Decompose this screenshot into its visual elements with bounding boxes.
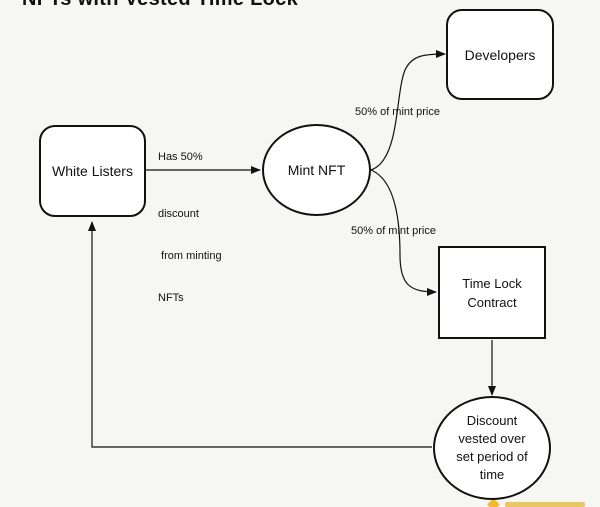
node-discount-line1: Discount — [466, 413, 518, 428]
node-discount-vested: Discount vested over set period of time — [433, 396, 551, 500]
watermark-logo — [487, 500, 600, 507]
edge-label-to-developers: 50% of mint price — [355, 106, 440, 118]
node-mint-nft-label: Mint NFT — [287, 162, 346, 178]
edge-label-discount-line1: discount — [158, 208, 199, 220]
node-time-lock-contract: Time Lock Contract — [438, 246, 546, 339]
node-developers-label: Developers — [464, 46, 536, 63]
node-time-lock-line2: Contract — [467, 294, 517, 310]
node-discount-line4: time — [479, 467, 505, 482]
edge-label-to-time-lock: 50% of mint price — [351, 225, 436, 237]
watermark-text-bar — [505, 502, 585, 507]
arrow-discount-to-white-listers — [88, 221, 432, 448]
node-white-listers-label: White Listers — [52, 163, 133, 179]
node-discount-line3: set period of — [456, 449, 528, 464]
node-discount-line2: vested over — [458, 431, 526, 446]
edge-label-discount-line2: from minting — [158, 250, 222, 262]
edge-label-has-50: Has 50% — [158, 151, 203, 163]
node-white-listers: White Listers — [39, 125, 146, 217]
node-time-lock-line1: Time Lock — [462, 275, 522, 291]
diagram-title: NFTs with Vested Time Lock — [22, 0, 298, 11]
node-developers: Developers — [446, 9, 554, 100]
coin-icon — [487, 500, 500, 507]
arrow-mint-to-time-lock — [370, 169, 437, 296]
node-mint-nft: Mint NFT — [262, 124, 371, 216]
edge-label-discount: discount from minting NFTs — [158, 179, 222, 319]
edge-label-discount-line3: NFTs — [158, 292, 184, 304]
arrow-mint-to-developers — [370, 50, 446, 171]
